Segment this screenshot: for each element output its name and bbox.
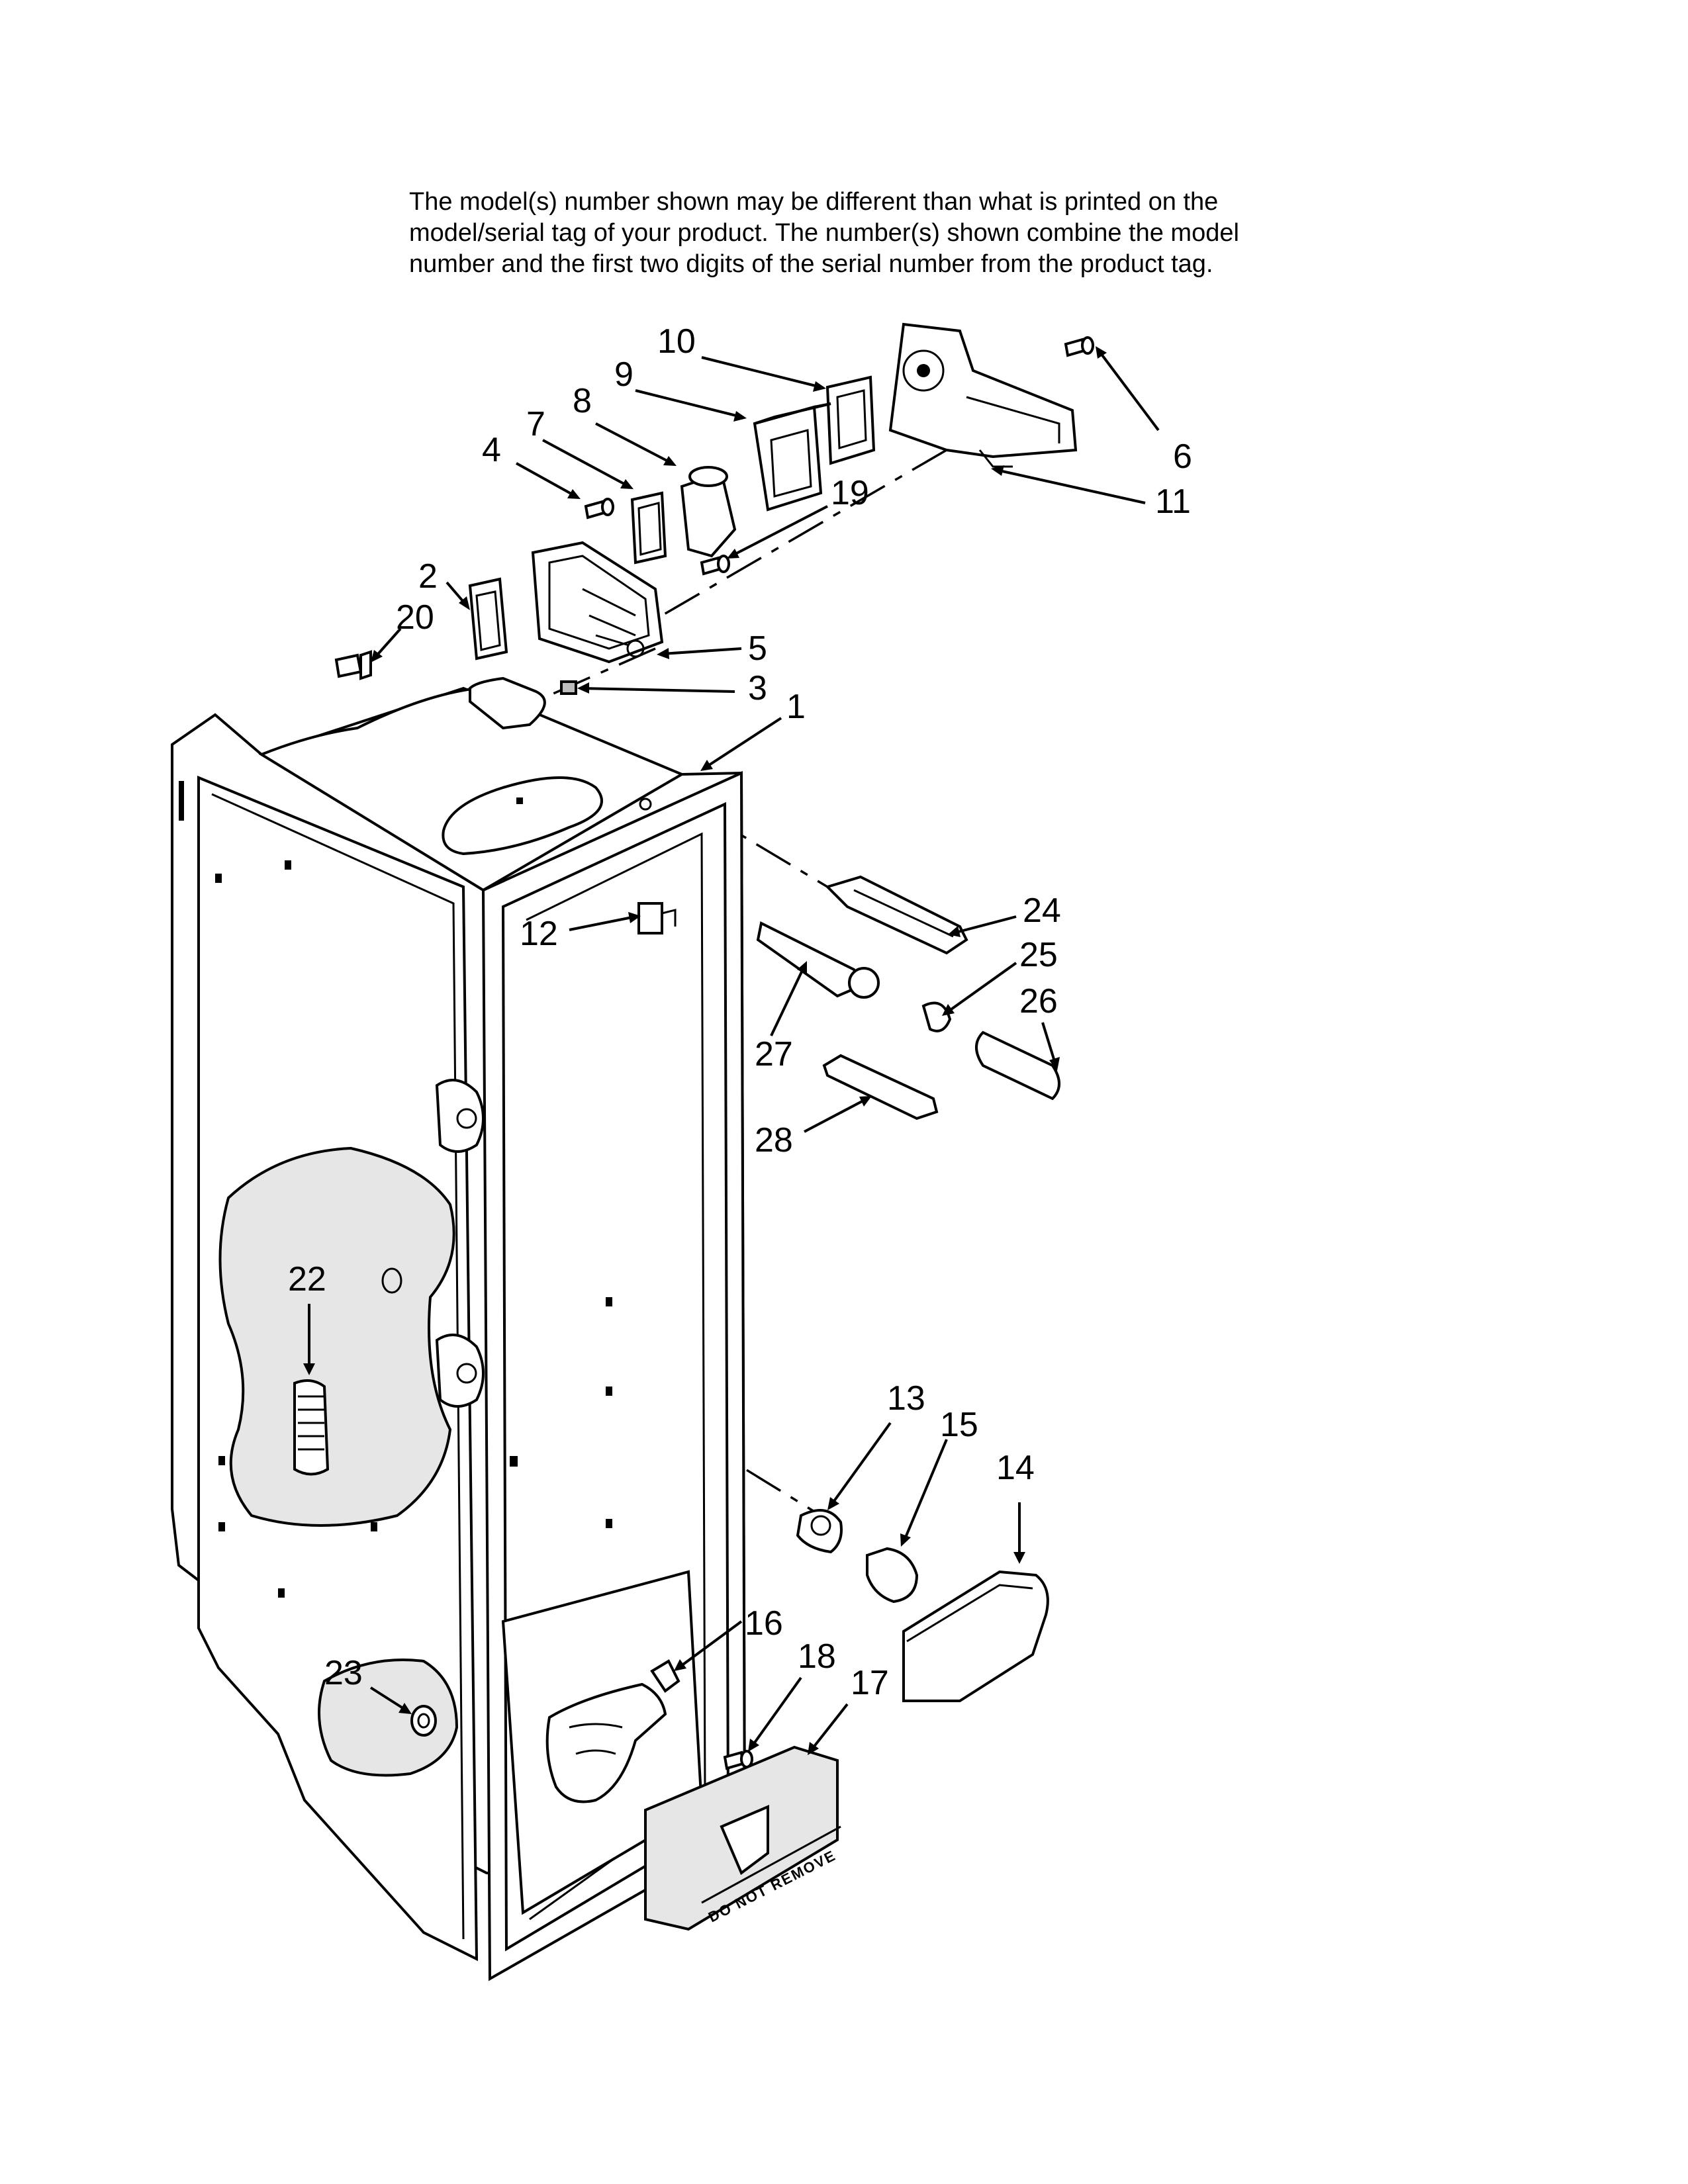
model-number-note: The model(s) number shown may be differe… [409,187,1336,280]
callout-25: 25 [1019,936,1058,974]
callout-27: 27 [755,1035,793,1073]
screws [334,336,1094,1770]
callout-28: 28 [755,1121,793,1160]
fan-duct-assembly [468,322,1078,934]
callout-2: 2 [418,557,438,596]
note-line-3: number and the first two digits of the s… [409,250,1213,278]
callout-labels: 10 9 8 7 4 6 11 19 2 20 5 3 1 24 25 26 1… [288,322,1192,1702]
callout-8: 8 [573,382,592,420]
callout-3: 3 [748,669,767,707]
drain-cover: DO NOT REMOVE [644,1745,841,1931]
callout-20: 20 [396,598,434,637]
callout-16: 16 [745,1604,783,1643]
leader-lines [303,346,1160,1755]
note-line-1: The model(s) number shown may be differe… [409,188,1219,216]
callout-12: 12 [520,915,558,953]
callout-15: 15 [940,1406,978,1444]
callout-18: 18 [798,1637,836,1676]
callout-24: 24 [1023,891,1061,930]
callout-23: 23 [324,1654,363,1692]
callout-10: 10 [657,322,696,361]
callout-9: 9 [614,355,633,394]
callout-6: 6 [1173,437,1192,476]
callout-22: 22 [288,1260,326,1298]
callout-5: 5 [748,629,767,668]
callout-19: 19 [831,474,869,512]
callout-13: 13 [887,1379,925,1418]
callout-14: 14 [996,1449,1035,1487]
callout-4: 4 [482,431,501,469]
note-line-2: model/serial tag of your product. The nu… [409,219,1239,247]
air-vent-and-drain [293,1379,437,1737]
cabinet-liner [171,676,747,1981]
callout-17: 17 [851,1664,889,1702]
drain-trough [545,1659,680,1803]
light-assembly [796,1509,1049,1702]
callout-1: 1 [786,688,806,726]
control-parts [756,875,1060,1120]
callout-11: 11 [1155,482,1191,521]
callout-7: 7 [526,405,545,443]
callout-26: 26 [1019,982,1058,1021]
